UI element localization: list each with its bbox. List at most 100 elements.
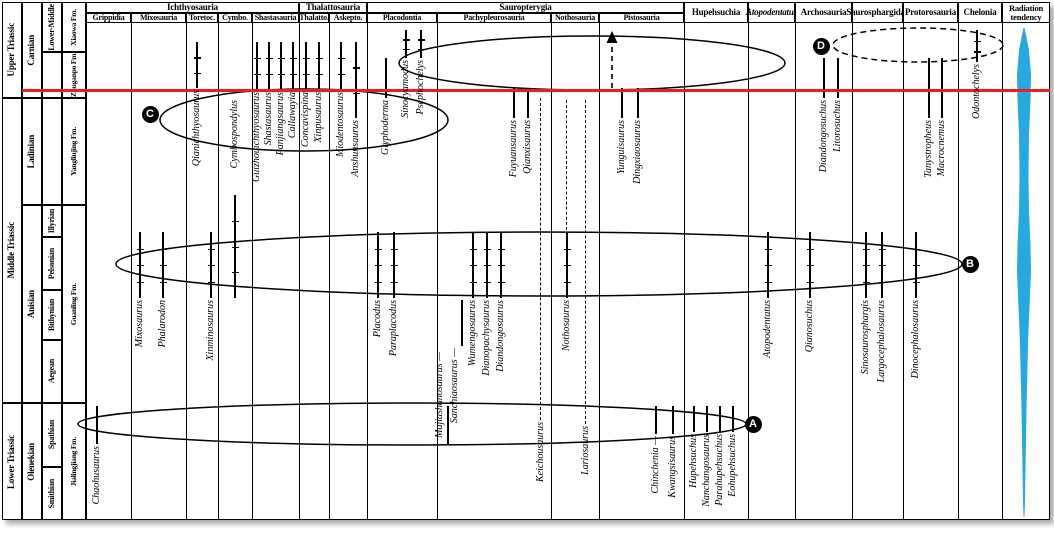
- column-line: [958, 23, 959, 520]
- range-bar-guizhouichthyosaurus: [255, 42, 259, 90]
- taxon-label-majiashanosaurus: Majiashanosaurus —: [434, 352, 445, 438]
- axis-label: Jialingjiang Fm.: [69, 436, 79, 487]
- axis-cell-lower-triassic: Lower Triassic: [2, 403, 22, 520]
- column-line: [795, 23, 796, 520]
- range-tick: [390, 265, 398, 267]
- axis-cell-blank: [42, 52, 62, 98]
- range-bar-glyphoderma: [385, 58, 387, 98]
- axis-label: Lower Triassic: [6, 434, 17, 489]
- taxon-label-sinocyamodus: Sinocyamodus: [400, 60, 411, 118]
- range-tick: [469, 281, 477, 283]
- taxon-label-largocephalosaurus: Largocephalosaurus: [876, 300, 887, 383]
- range-tick: [878, 265, 886, 267]
- column-line: [852, 23, 853, 520]
- range-bar-yunguisaurus: [621, 88, 623, 118]
- range-tick: [277, 74, 285, 76]
- range-bar-hupehsuchus: [693, 406, 695, 432]
- event-badge-b: B: [961, 255, 979, 273]
- range-bar-qianxisaurus: [527, 88, 529, 118]
- range-tick: [302, 74, 310, 76]
- range-tick: [469, 265, 477, 267]
- red-boundary-line: [22, 89, 1050, 92]
- range-bar-parahupehsuchus: [719, 406, 721, 432]
- subclade-header-pachypleurosauria: Pachypleurosauria: [437, 13, 551, 23]
- range-tick: [193, 72, 201, 74]
- range-tick: [315, 58, 323, 60]
- taxon-label-chaohusaurus: Chaohusaurus: [91, 446, 102, 505]
- range-tick: [231, 246, 239, 248]
- axis-cell-carnian: Carnian: [22, 2, 42, 98]
- taxon-label-yunguisaurus: Yunguisaurus: [616, 120, 627, 175]
- range-tick: [402, 39, 410, 41]
- subclade-header-nothosauria: Nothosauria: [551, 13, 599, 23]
- range-tick: [973, 40, 981, 42]
- axis-label: Guanling Fm.: [69, 282, 79, 326]
- range-tick: [912, 281, 920, 283]
- range-tick: [862, 281, 870, 283]
- taxon-label-psephochelys: Psephochelys: [415, 60, 426, 115]
- range-tick: [497, 248, 505, 250]
- taxon-label-shastasaurus: Shastasaurus: [263, 92, 274, 146]
- subclade-header-cymbo: Cymbo.: [218, 13, 252, 23]
- range-tick: [497, 265, 505, 267]
- range-tick: [337, 58, 345, 60]
- taxon-label-paraplacodus: Paraplacodus: [388, 300, 399, 357]
- axis-cell-upper-triassic: Upper Triassic: [2, 2, 22, 98]
- clade-header-chelonia: Chelonia: [958, 2, 1002, 23]
- range-tick: [862, 265, 870, 267]
- axis-label: Illyrian: [46, 208, 56, 234]
- taxon-label-parahupehsuchus: Parahupehsuchus: [714, 434, 725, 506]
- axis-label: Upper Triassic: [6, 23, 17, 77]
- column-line: [186, 23, 187, 520]
- range-bar-sanchiaosaurus: [461, 300, 463, 346]
- taxon-label-chinchenia: Chinchenia —: [650, 436, 661, 494]
- taxon-label-qianosuchus: Qianosuchus: [804, 300, 815, 353]
- event-badge-c: C: [141, 105, 159, 123]
- taxon-label-anshunsaurus: Anshunsaurus: [350, 120, 361, 177]
- subclade-header-toretoc: Toretoc.: [186, 13, 218, 23]
- axis-label: Aegean: [46, 359, 56, 384]
- clade-header-hupehsuchia: Hupehsuchia: [684, 2, 748, 23]
- subclade-header-mixosauria: Mixosauria: [131, 13, 186, 23]
- clade-header-atopodentatus: Atopodentatus: [746, 2, 797, 23]
- range-tick: [253, 74, 261, 76]
- range-tick: [337, 74, 345, 76]
- range-bar-shastasaurus: [267, 42, 271, 90]
- subclade-header-pistosauria: Pistosauria: [599, 13, 684, 23]
- axis-cell-olenekian: Olenekian: [22, 403, 42, 520]
- taxon-label-phalarodon: Phalarodon: [157, 300, 168, 348]
- taxon-label-glyphoderma: Glyphoderma: [380, 100, 391, 155]
- range-tick: [352, 67, 360, 69]
- clade-header-saurosphargidae: Saurosphargidae: [846, 2, 909, 23]
- range-tick: [806, 248, 814, 250]
- subclade-header-placodontia: Placodontia: [367, 13, 437, 23]
- taxon-label-diandongosaurus: Diandongosaurus: [495, 300, 506, 372]
- taxon-label-atopodentatus: Atopodentatus: [762, 300, 773, 358]
- range-tick: [207, 248, 215, 250]
- range-bar-nothosaurus: [566, 100, 568, 230]
- axis-cell-pelsonian: Pelsonian: [42, 237, 62, 290]
- event-badge-d: D: [812, 37, 830, 55]
- range-tick: [159, 281, 167, 283]
- range-tick: [469, 248, 477, 250]
- range-tick: [483, 281, 491, 283]
- range-tick: [136, 281, 144, 283]
- column-line: [218, 23, 219, 520]
- range-tick: [159, 265, 167, 267]
- taxon-label-nanchangosaurus: Nanchangosaurus: [701, 434, 712, 507]
- taxon-label-concavispina: Concavispina: [300, 92, 311, 147]
- range-bar-anshunsaurus: [354, 42, 358, 118]
- range-bar-miodentosaurus: [339, 42, 343, 90]
- range-bar-sinocyamodus: [404, 30, 408, 58]
- range-tick: [878, 281, 886, 283]
- column-line: [329, 23, 330, 520]
- range-bar-concavispina: [304, 42, 308, 90]
- range-tick: [912, 248, 920, 250]
- range-tick: [806, 281, 814, 283]
- range-bar-keichousaurus: [540, 98, 542, 420]
- axis-label: Spathian: [46, 420, 56, 450]
- range-bar-psephochelys: [419, 30, 423, 58]
- range-bar-litorosuchus: [837, 58, 839, 98]
- taxon-label-sanchiaosaurus: Sanchiaosaurus —: [449, 348, 460, 424]
